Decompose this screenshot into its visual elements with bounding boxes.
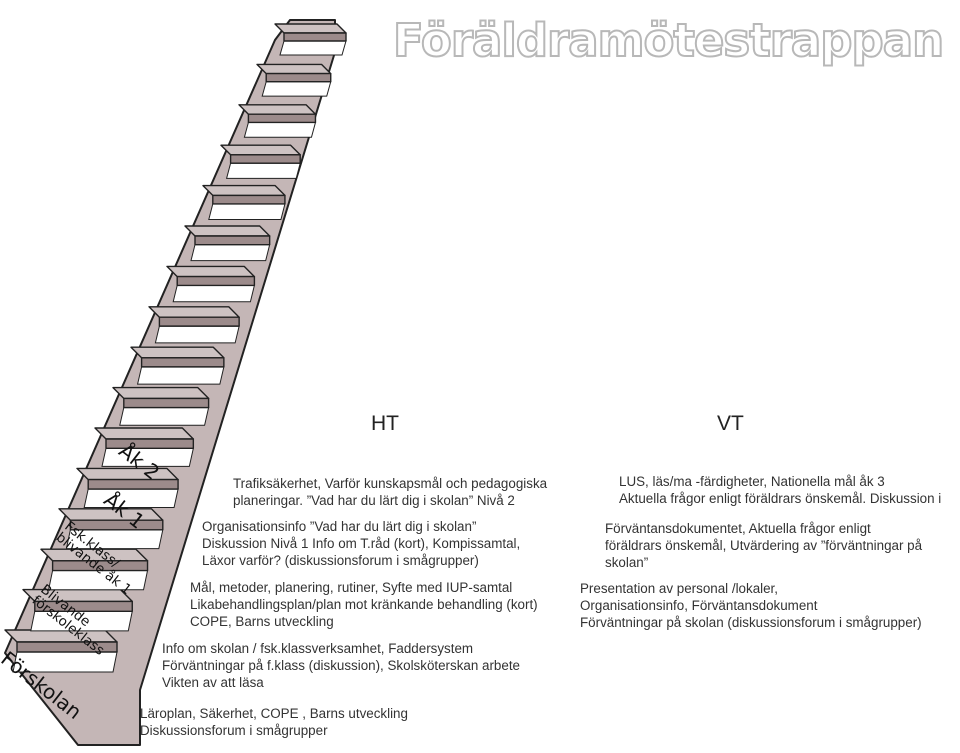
stair-riser <box>279 40 347 56</box>
stair-tread-edge <box>123 397 210 409</box>
text-line: Förväntningar på skolan (diskussionsforu… <box>580 615 922 630</box>
text-line: Trafiksäkerhet, Varför kunskapsmål och p… <box>233 476 548 491</box>
ht-heading: HT <box>371 412 399 435</box>
stair-tread-top <box>238 104 317 115</box>
stair-tread-edge <box>176 275 256 287</box>
text-line: Organisationsinfo ”Vad har du lärt dig i… <box>202 519 477 534</box>
stair-tread-top <box>166 265 256 278</box>
ht-ak2-text: Trafiksäkerhet, Varför kunskapsmål och p… <box>233 475 547 509</box>
stair-tread-edge <box>212 194 286 205</box>
stair-tread-edge <box>194 235 271 246</box>
stair-riser <box>225 162 301 179</box>
text-line: Aktuella frågor enligt föräldrars önskem… <box>619 491 942 506</box>
text-line: Diskussionsforum i smågrupper <box>140 723 328 738</box>
stair-tread-top <box>148 306 240 318</box>
stair-tread-top <box>220 144 301 156</box>
stair-tread-top <box>94 427 195 440</box>
vt-fsk-text: Presentation av personal /lokaler, Organ… <box>580 580 922 631</box>
text-line: Vikten av att läsa <box>162 675 264 690</box>
vt-heading: VT <box>717 412 744 435</box>
stair-tread-edge <box>229 154 301 164</box>
stair-tread-top <box>256 63 332 75</box>
text-line: planeringar. ”Vad har du lärt dig i skol… <box>233 493 515 508</box>
stair-tread-edge <box>34 600 133 612</box>
text-line: Info om skolan / fsk.klassverksamhet, Fa… <box>162 641 474 656</box>
text-line: LUS, läs/ma -färdigheter, Nationella mål… <box>619 474 885 489</box>
stair-tread-edge <box>51 560 149 572</box>
vt-ak1-text: Förväntansdokumentet, Aktuella frågor en… <box>605 520 922 571</box>
text-line: Organisationsinfo, Förväntansdokument <box>580 598 818 613</box>
stair-riser <box>136 366 225 385</box>
ht-fsk-text: Mål, metoder, planering, rutiner, Syfte … <box>190 579 538 630</box>
stair-riser <box>190 244 271 262</box>
stair-tread-edge <box>87 478 179 490</box>
ht-ak1-text: Organisationsinfo ”Vad har du lärt dig i… <box>202 518 520 569</box>
stair-tread-edge <box>140 357 225 368</box>
text-line: Diskussion Nivå 1 Info om T.råd (kort), … <box>202 536 521 551</box>
text-line: Presentation av personal /lokaler, <box>580 581 779 596</box>
text-line: Likabehandlingsplan/plan mot kränkande b… <box>190 597 538 612</box>
stair-tread-top <box>112 386 210 400</box>
stair-tread-edge <box>69 519 164 531</box>
stair-riser <box>154 325 240 344</box>
stair-tread-edge <box>105 438 195 450</box>
text-line: Förväntansdokumentet, Aktuella frågor en… <box>605 521 871 536</box>
stair-tread-top <box>202 184 286 197</box>
stair-tread-top <box>184 225 271 237</box>
stair-riser <box>261 81 332 97</box>
stair-tread-edge <box>283 32 347 42</box>
stair-riser <box>172 284 256 303</box>
page-title: Föräldramötestrappan <box>392 13 945 68</box>
stair-tread-edge <box>16 641 118 653</box>
text-line: Förväntningar på f.klass (diskussion), S… <box>162 658 520 673</box>
text-line: Läroplan, Säkerhet, COPE , Barns utveckl… <box>140 706 408 721</box>
stair-tread-top <box>76 467 179 481</box>
stair-riser <box>119 407 210 426</box>
text-line: skolan” <box>605 555 649 570</box>
stair-riser <box>243 121 317 138</box>
ht-blivande-text: Info om skolan / fsk.klassverksamhet, Fa… <box>162 640 520 691</box>
stair-riser <box>208 203 286 221</box>
stair-tread-edge <box>158 316 240 327</box>
text-line: Läxor varför? (diskussionsforum i smågru… <box>202 553 479 568</box>
vt-ak2-text: LUS, läs/ma -färdigheter, Nationella mål… <box>619 473 941 507</box>
text-line: föräldrars önskemål, Utvärdering av ”för… <box>605 538 923 553</box>
ht-forskolan-text: Läroplan, Säkerhet, COPE , Barns utveckl… <box>140 705 408 739</box>
stair-tread-top <box>130 346 225 359</box>
stair-tread-top <box>274 23 347 34</box>
stair-tread-edge <box>247 113 317 124</box>
text-line: Mål, metoder, planering, rutiner, Syfte … <box>190 580 513 595</box>
text-line: COPE, Barns utveckling <box>190 614 334 629</box>
stair-tread-edge <box>265 72 332 83</box>
